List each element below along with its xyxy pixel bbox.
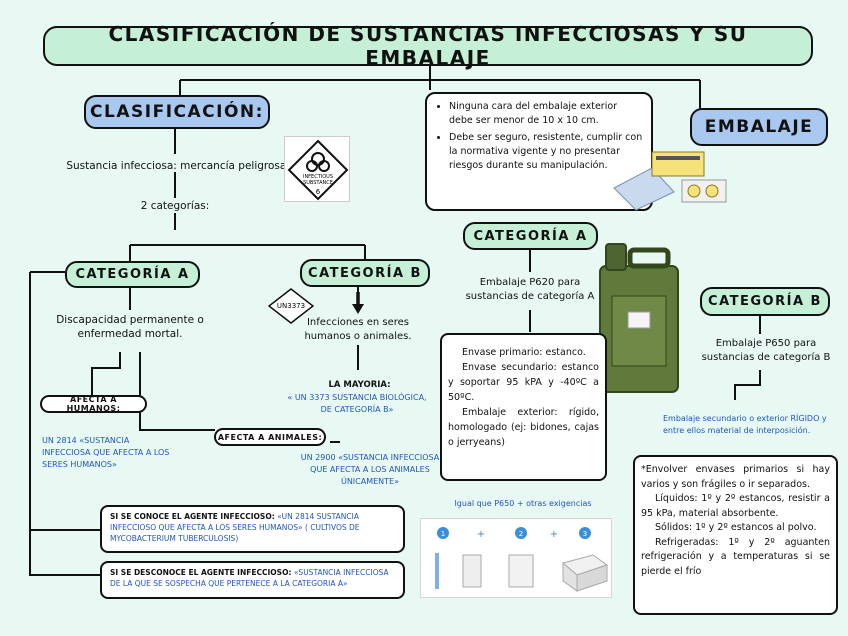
cat-a-left-desc: Discapacidad permanente o enfermedad mor… <box>56 314 204 340</box>
label-line1: INFECTIOUS <box>303 174 333 180</box>
afecta-animales-tag: AFECTA A ANIMALES: <box>214 428 326 446</box>
cat-a-right-heading: CATEGORÍA A <box>463 222 598 250</box>
infectious-substance-label: INFECTIOUS SUBSTANCE 6 <box>284 136 350 202</box>
label-number: 6 <box>316 188 321 196</box>
label-line2: SUBSTANCE <box>303 180 333 186</box>
clasificacion-definition: Sustancia infecciosa: mercancía peligros… <box>66 160 290 172</box>
cat-b-container-box: *Envolver envases primarios si hay vario… <box>633 455 838 615</box>
cat-a-container-box: Envase primario: estanco. Envase secunda… <box>440 333 607 481</box>
packing-steps-icon: 1 + 2 + 3 <box>435 527 609 592</box>
solidos-text: Sólidos: 1º y 2º estancos al polvo. <box>655 522 817 533</box>
un3373-text: « UN 3373 SUSTANCIA BIOLÓGICA, DE CATEGO… <box>287 393 427 414</box>
cat-b-right-heading: CATEGORÍA B <box>700 287 830 316</box>
un3373-diamond-icon: UN3373 <box>267 288 315 324</box>
secundario-rigido-note: Embalaje secundario o exterior RÍGIDO y … <box>663 414 827 435</box>
step-1: 1 <box>441 530 445 538</box>
un2900-text: UN 2900 «SUSTANCIA INFECCIOSA QUE AFECTA… <box>300 453 440 486</box>
jerrycan-photo <box>588 236 684 396</box>
jerrycan-icon <box>599 243 679 393</box>
agent-known-lead: SI SE CONOCE EL AGENTE INFECCIOSO: <box>110 512 275 521</box>
embalaje-requirements-box: Ninguna cara del embalaje exterior debe … <box>425 92 653 211</box>
un3373-label: UN3373 <box>277 302 305 310</box>
agent-known-text: «UN 2814 SUSTANCIA INFECCIOSO QUE AFECTA… <box>110 512 360 543</box>
liquidos-text: Líquidos: 1º y 2º estancos, resistir a 9… <box>641 493 830 519</box>
embalaje-bullets: Ninguna cara del embalaje exterior debe … <box>435 100 643 173</box>
cat-b-left-heading: CATEGORÍA B <box>300 259 430 287</box>
exterior-text: Embalaje exterior: rígido, homologado (e… <box>448 407 599 448</box>
igual-p650-text: Igual que P650 + otras exigencias <box>454 499 592 508</box>
embalaje-bullet: Ninguna cara del embalaje exterior debe … <box>449 100 643 128</box>
secundario-text: Envase secundario: estanco y soportar 95… <box>448 362 599 403</box>
clasificacion-heading: CLASIFICACIÓN: <box>84 95 270 129</box>
afecta-humanos-tag: AFECTA A HUMANOS: <box>40 395 147 413</box>
biohazard-icon: INFECTIOUS SUBSTANCE 6 <box>287 139 349 201</box>
envolver-text: *Envolver envases primarios si hay vario… <box>641 464 830 490</box>
packaging-kit-icon <box>613 151 727 211</box>
agent-known-box: SI SE CONOCE EL AGENTE INFECCIOSO: «UN 2… <box>100 505 405 553</box>
cat-b-left-desc: Infecciones en seres humanos o animales. <box>304 317 412 342</box>
primario-text: Envase primario: estanco. <box>462 347 586 358</box>
agent-unknown-text: «SUSTANCIA INFECCIOSA DE LA QUE SE SOSPE… <box>110 568 389 588</box>
agent-unknown-lead: SI SE DESCONOCE EL AGENTE INFECCIOSO: <box>110 568 292 577</box>
svg-text:+: + <box>550 529 558 540</box>
svg-text:+: + <box>477 529 485 540</box>
embalaje-heading: EMBALAJE <box>690 108 828 146</box>
p650-text: Embalaje P650 para sustancias de categor… <box>701 338 831 363</box>
page-title: CLASIFICACIÓN DE SUSTANCIAS INFECCIOSAS … <box>43 22 813 70</box>
agent-unknown-box: SI SE DESCONOCE EL AGENTE INFECCIOSO: «S… <box>100 561 405 599</box>
step-3: 3 <box>583 530 587 538</box>
p620-text: Embalaje P620 para sustancias de categor… <box>465 277 595 302</box>
categories-count: 2 categorías: <box>140 200 210 212</box>
un3373-diamond: UN3373 <box>267 288 315 324</box>
packing-steps-diagram: 1 + 2 + 3 <box>420 518 612 598</box>
la-mayoria-label: LA MAYORIA: <box>328 380 391 390</box>
embalaje-bullet: Debe ser seguro, resistente, cumplir con… <box>449 131 643 173</box>
refrigeradas-text: Refrigeradas: 1º y 2º aguanten refrigera… <box>641 536 830 577</box>
cat-a-left-heading: CATEGORÍA A <box>65 261 200 288</box>
packaging-photo <box>612 148 730 212</box>
un2814-text: UN 2814 «SUSTANCIA INFECCIOSA QUE AFECTA… <box>42 436 170 469</box>
step-2: 2 <box>519 530 523 538</box>
